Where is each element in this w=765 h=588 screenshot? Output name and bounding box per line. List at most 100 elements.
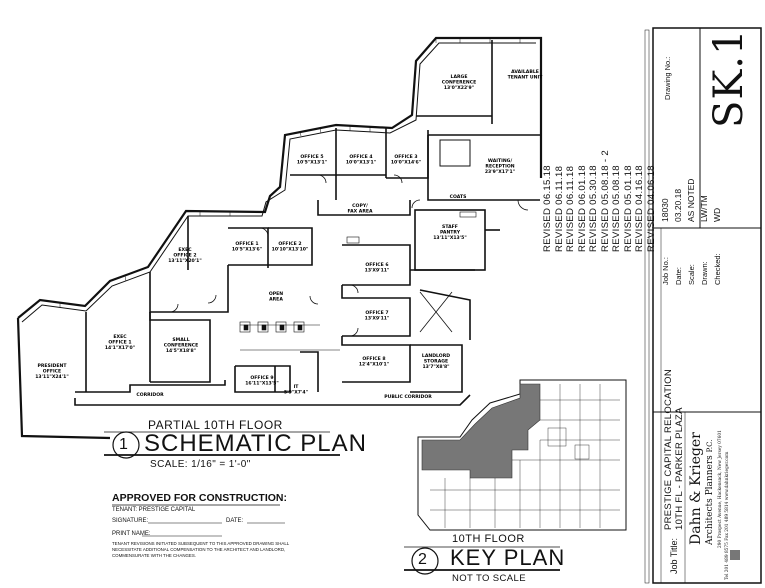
revision-item: REVISED 06.11.18 bbox=[553, 165, 565, 252]
revision-item: REVISED 04.06.18 bbox=[645, 165, 657, 252]
schematic-callout-number: 1 bbox=[119, 436, 128, 453]
keyplan-scale: NOT TO SCALE bbox=[452, 573, 526, 584]
room-label-line: 12'4"X10'1" bbox=[359, 362, 389, 368]
room-label-line: OPEN bbox=[269, 291, 283, 297]
key-plan-drawing bbox=[417, 379, 627, 531]
revision-item: REVISED 05.30.18 bbox=[588, 165, 599, 252]
schematic-title: SCHEMATIC PLAN bbox=[144, 430, 367, 457]
schematic-subtitle: PARTIAL 10TH FLOOR bbox=[148, 418, 283, 432]
job-title-line-1: PRESTIGE CAPITAL RELOCATION bbox=[663, 368, 674, 530]
room-label-line: OFFICE bbox=[43, 369, 61, 375]
scale-label: Scale: bbox=[687, 264, 696, 285]
room-label-line: OFFICE 4 bbox=[349, 154, 372, 160]
approval-print-name-label: PRINT NAME: bbox=[112, 531, 151, 537]
room-label-line: OFFICE 9 bbox=[250, 375, 273, 381]
job-no-value: 18030 bbox=[660, 198, 670, 222]
drawing-number: SK.1 bbox=[706, 28, 752, 128]
keyplan-subtitle: 10TH FLOOR bbox=[452, 533, 525, 545]
room-label-line: CONFERENCE bbox=[442, 80, 476, 86]
approval-tenant: TENANT: PRESTIGE CAPITAL bbox=[112, 507, 196, 513]
room-label-line: FAX AREA bbox=[347, 209, 373, 215]
room-label-line: RECEPTION bbox=[485, 164, 514, 170]
room-label-line: PRESIDENT bbox=[38, 363, 68, 369]
room-label-line: 13'11"X20'1" bbox=[168, 258, 202, 264]
firm-address: 290 Prospect Avenue, Hackensack, New Jer… bbox=[718, 430, 723, 548]
checked-value: WD bbox=[712, 207, 722, 222]
room-label-line: 13'11"X13'5" bbox=[433, 235, 467, 241]
room-label-line: LANDLORD bbox=[422, 353, 450, 359]
room-label-line: OFFICE 3 bbox=[394, 154, 417, 160]
room-label-line: LARGE bbox=[451, 74, 468, 80]
room-label-line: 16'11"X13'5" bbox=[245, 381, 279, 387]
keyplan-title: KEY PLAN bbox=[450, 545, 566, 570]
checked-label: Checked: bbox=[713, 253, 722, 285]
job-title-label: Job Title: bbox=[669, 537, 679, 574]
room-label-line: 10'0"X14'6" bbox=[391, 160, 421, 166]
room-label-line: 13'11"X24'1" bbox=[35, 374, 69, 380]
job-title-line-2: 10TH FL - PARKER PLAZA bbox=[674, 407, 685, 530]
public-corridor-wall bbox=[74, 394, 471, 406]
revision-item: REVISED 05.08.18 bbox=[611, 165, 622, 252]
approval-note: TENANT REVISIONS INITIATED SUBSEQUENT TO… bbox=[112, 541, 290, 558]
room-label-line: 13'X9'11" bbox=[365, 316, 390, 322]
room-label-line: PANTRY bbox=[440, 230, 461, 236]
firm-name: Dahn & Krieger bbox=[688, 432, 704, 545]
approval-signature-label: SIGNATURE: bbox=[112, 518, 149, 524]
room-coats: COATS bbox=[450, 194, 467, 200]
corridor-wall bbox=[75, 380, 226, 393]
firm-subtitle: Architects Planners P.C. bbox=[705, 440, 715, 545]
revision-item: REVISED 05.01.18 bbox=[622, 165, 634, 252]
room-label-line: CONFERENCE bbox=[164, 343, 198, 349]
room-public-corridor: PUBLIC CORRIDOR bbox=[384, 394, 432, 400]
revision-item: REVISED 06.11.18 bbox=[565, 165, 576, 252]
room-label-line: 14'1"X17'0" bbox=[105, 345, 135, 351]
room-label-line: 13'X9'11" bbox=[365, 268, 390, 274]
firm-contact: Tel 201 489 8575 Fax 201 489 5814 www.da… bbox=[725, 451, 730, 580]
room-label-line: 10'0"X13'1" bbox=[346, 160, 376, 166]
schematic-scale: SCALE: 1/16" = 1'-0" bbox=[150, 459, 251, 470]
approval-title: APPROVED FOR CONSTRUCTION: bbox=[112, 492, 288, 504]
room-label-line: AVAILABLE bbox=[511, 69, 539, 75]
firm-pc: P.C. bbox=[706, 439, 714, 453]
room-label-line: 13'0"X22'9" bbox=[444, 85, 474, 91]
revisions-list: REVISED 06.15.18 REVISED 06.11.18 REVISE… bbox=[542, 150, 657, 252]
room-label-line: 13'7"X8'8" bbox=[422, 364, 449, 370]
room-label-line: EXEC bbox=[178, 247, 192, 253]
drawn-label: Drawn: bbox=[700, 261, 709, 285]
room-label-line: OFFICE 5 bbox=[300, 154, 323, 160]
drawn-value: LW/TM bbox=[699, 195, 709, 222]
title-block-frame bbox=[644, 27, 762, 584]
room-label-line: SMALL bbox=[172, 337, 189, 343]
job-no-label: Job No.: bbox=[661, 257, 670, 285]
room-label-line: OFFICE 2 bbox=[173, 253, 196, 259]
exterior-wall-inner bbox=[21, 42, 536, 323]
room-label-line: OFFICE 6 bbox=[365, 262, 388, 268]
keyplan-callout-bubble bbox=[411, 547, 439, 575]
room-label-line: COPY/ bbox=[352, 203, 368, 209]
room-label-line: OFFICE 7 bbox=[365, 310, 388, 316]
room-label-line: OFFICE 2 bbox=[278, 241, 301, 247]
room-corridor: CORRIDOR bbox=[136, 392, 164, 398]
keyplan-callout-number: 2 bbox=[418, 551, 427, 568]
room-label-line: OFFICE 8 bbox=[362, 356, 385, 362]
room-label-line: STORAGE bbox=[424, 359, 448, 365]
revision-item: REVISED 05.08.18 - 2 bbox=[599, 150, 611, 252]
date-label: Date: bbox=[674, 267, 683, 285]
room-label-line: 10'5"X13'6" bbox=[232, 247, 262, 253]
firm-subtitle-text: Architects Planners bbox=[705, 455, 715, 545]
room-label-line: AREA bbox=[269, 297, 283, 303]
scale-value: AS NOTED bbox=[686, 178, 696, 222]
